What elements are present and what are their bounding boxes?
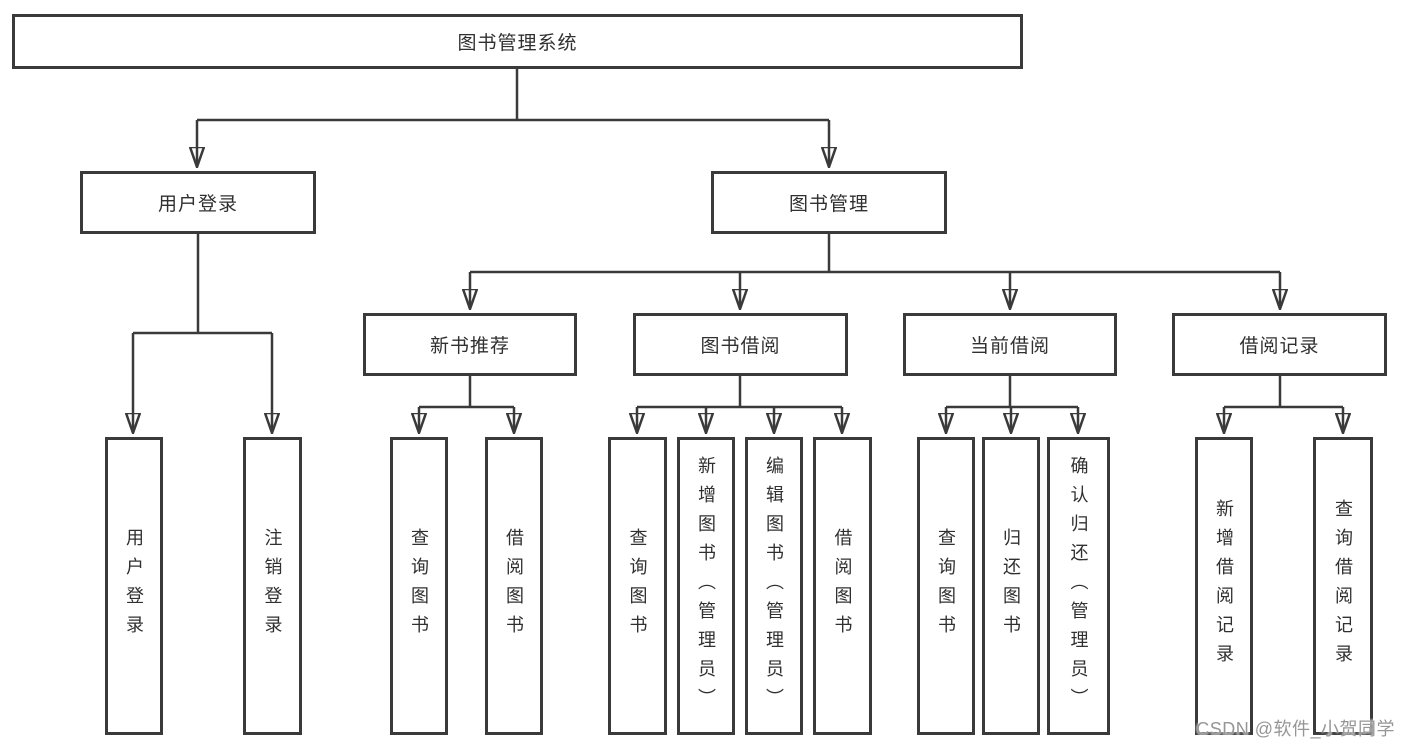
node-label: 用户登录	[124, 528, 144, 644]
node-label: 当前借阅	[969, 336, 1050, 357]
leaf-bookborrow-add-books-admin: 新增图书（管理员）	[677, 437, 735, 735]
leaf-bookborrow-query-books: 查询图书	[608, 437, 667, 735]
node-current-borrowing: 当前借阅	[903, 313, 1117, 376]
node-label: 图书管理系统	[457, 33, 578, 54]
node-new-book-recommend: 新书推荐	[363, 313, 577, 376]
node-book-borrowing: 图书借阅	[633, 313, 848, 376]
connector-current-borrow	[946, 376, 1078, 432]
csdn-watermark: CSDN @软件_小贺同学	[1196, 719, 1395, 739]
node-label: 查询图书	[409, 528, 429, 644]
connector-book-mgmt	[470, 234, 1280, 308]
leaf-user-login: 用户登录	[105, 437, 163, 735]
connector-user-login	[133, 234, 272, 432]
node-label: 用户登录	[157, 194, 238, 215]
node-borrowing-records: 借阅记录	[1172, 313, 1387, 376]
leaf-currentborrow-return-books: 归还图书	[982, 437, 1040, 735]
node-book-management: 图书管理	[711, 171, 947, 234]
node-user-login: 用户登录	[80, 171, 316, 234]
leaf-currentborrow-confirm-return-admin: 确认归还（管理员）	[1047, 437, 1110, 735]
leaf-bookborrow-borrow-books: 借阅图书	[813, 437, 872, 735]
connector-book-borrow	[637, 376, 842, 432]
connector-new-books	[419, 376, 514, 432]
node-label: 借阅图书	[832, 528, 853, 644]
node-label: 编辑图书（管理员）	[764, 455, 784, 717]
node-label: 图书管理	[788, 194, 869, 215]
node-label: 查询图书	[627, 528, 648, 644]
leaf-currentborrow-query-books: 查询图书	[917, 437, 975, 735]
node-label: 新增借阅记录	[1214, 499, 1234, 673]
leaf-newbooks-borrow-books: 借阅图书	[485, 437, 543, 735]
leaf-logout-login: 注销登录	[243, 437, 302, 735]
node-library-management-system: 图书管理系统	[12, 14, 1023, 69]
node-label: 图书借阅	[700, 336, 781, 357]
leaf-newbooks-query-books: 查询图书	[390, 437, 448, 735]
node-label: 借阅记录	[1239, 336, 1320, 357]
node-label: 归还图书	[1001, 528, 1021, 644]
node-label: 注销登录	[262, 528, 283, 644]
node-label: 查询借阅记录	[1333, 499, 1353, 673]
connector-root	[197, 69, 829, 166]
node-label: 新书推荐	[429, 336, 510, 357]
node-label: 确认归还（管理员）	[1068, 455, 1089, 717]
node-label: 借阅图书	[504, 528, 524, 644]
leaf-records-add-borrow-record: 新增借阅记录	[1195, 437, 1253, 735]
node-label: 新增图书（管理员）	[696, 455, 716, 717]
node-label: 查询图书	[936, 528, 956, 644]
connector-borrow-records	[1224, 376, 1343, 432]
leaf-records-query-borrow-record: 查询借阅记录	[1313, 437, 1373, 735]
leaf-bookborrow-edit-books-admin: 编辑图书（管理员）	[745, 437, 803, 735]
